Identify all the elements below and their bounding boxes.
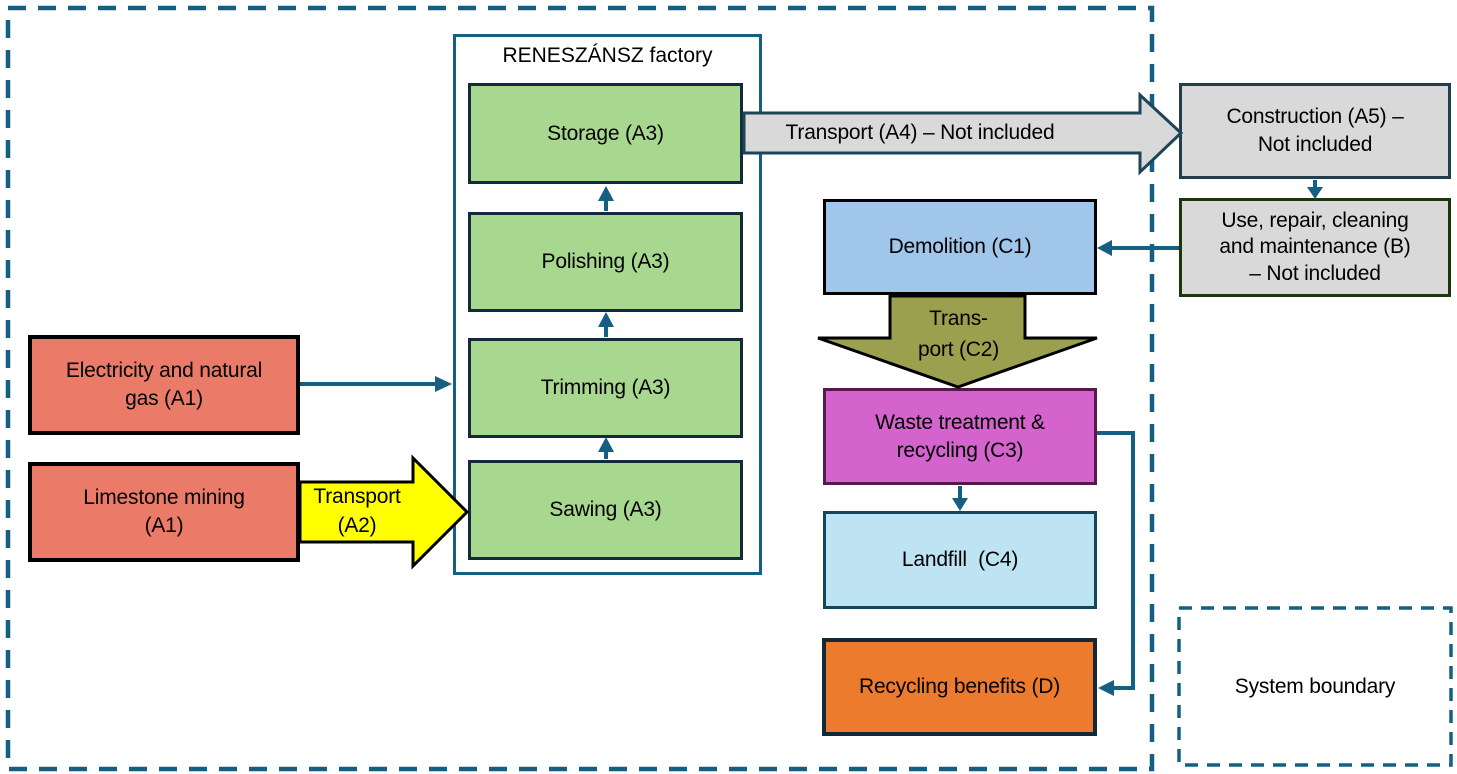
transport-a2-line-2: (A2)	[337, 514, 377, 537]
transport-c2-line-2: port (C2)	[917, 338, 1000, 361]
waste-to-recycling-line	[1097, 431, 1135, 690]
box-electricity-line-1: Electricity and natural	[65, 359, 263, 383]
box-construction: Construction (A5) – Not included	[1179, 83, 1451, 179]
transport-c2-line-1: Trans-	[929, 306, 988, 330]
box-polishing: Polishing (A3)	[468, 212, 743, 312]
box-sawing-label: Sawing (A3)	[549, 498, 662, 522]
box-storage: Storage (A3)	[468, 83, 743, 184]
box-limestone-mining: Limestone mining (A1)	[28, 462, 300, 562]
use-to-demolition-head	[1097, 240, 1112, 256]
box-landfill-label: Landfill (C4)	[901, 548, 1019, 572]
waste-to-landfill-arrow	[952, 486, 968, 511]
transport-a2-label: Transport (A2)	[300, 480, 414, 542]
transport-a2-line-1: Transport	[313, 484, 401, 508]
box-use-line-2: and maintenance (B)	[1219, 235, 1411, 259]
box-use-line-3: – Not included	[1249, 261, 1381, 285]
factory-title: RENESZÁNSZ factory	[502, 44, 713, 67]
use-to-demolition-arrow	[1097, 240, 1179, 256]
transport-c2-label: Trans- port (C2)	[880, 292, 1037, 376]
box-waste-line-1: Waste treatment &	[875, 410, 1045, 434]
box-storage-label: Storage (A3)	[547, 121, 664, 145]
box-use-line-1: Use, repair, cleaning	[1221, 209, 1409, 233]
box-construction-line-2: Not included	[1257, 133, 1373, 156]
waste-to-landfill-head	[952, 498, 968, 511]
box-limestone-line-1: Limestone mining	[83, 486, 245, 510]
box-electricity-natural-gas: Electricity and natural gas (A1)	[28, 335, 300, 435]
box-limestone-line-2: (A1)	[144, 514, 184, 537]
box-sawing: Sawing (A3)	[468, 460, 743, 560]
box-demolition: Demolition (C1)	[823, 199, 1097, 295]
system-boundary-label: System boundary	[1234, 674, 1396, 698]
electricity-to-factory-arrow	[300, 376, 452, 392]
construction-to-use-arrow	[1307, 180, 1323, 199]
box-trimming: Trimming (A3)	[468, 338, 743, 438]
box-recycling-label: Recycling benefits (D)	[858, 675, 1060, 699]
box-waste-treatment-recycling: Waste treatment & recycling (C3)	[823, 388, 1097, 485]
box-polishing-label: Polishing (A3)	[541, 250, 670, 274]
box-use-repair-maintenance: Use, repair, cleaning and maintenance (B…	[1179, 198, 1451, 297]
transport-a4-text: Transport (A4) – Not included	[785, 121, 1055, 145]
waste-to-recycling-head	[1098, 680, 1114, 696]
box-landfill: Landfill (C4)	[823, 511, 1097, 609]
box-trimming-label: Trimming (A3)	[540, 376, 671, 400]
electricity-to-factory-head	[435, 376, 452, 392]
box-demolition-label: Demolition (C1)	[888, 235, 1032, 259]
box-electricity-line-2: gas (A1)	[125, 387, 203, 410]
box-construction-line-1: Construction (A5) –	[1226, 105, 1404, 129]
box-recycling-benefits: Recycling benefits (D)	[822, 638, 1097, 736]
transport-a4-label: Transport (A4) – Not included	[748, 111, 1092, 155]
waste-to-recycling-connector	[1097, 431, 1135, 696]
system-boundary-legend: System boundary	[1179, 608, 1451, 765]
box-waste-line-2: recycling (C3)	[896, 438, 1024, 462]
